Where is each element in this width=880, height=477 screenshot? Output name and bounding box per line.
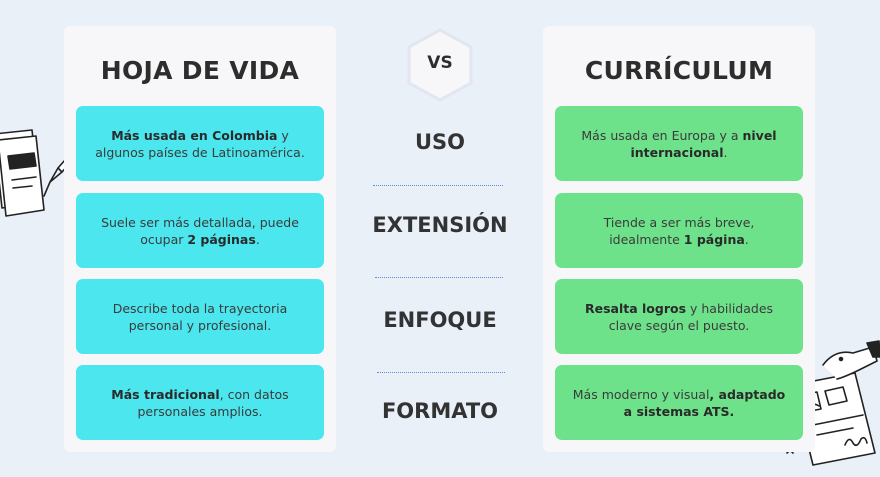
card-text-segment: Describe toda la trayectoria personal y …	[112, 300, 288, 333]
card-text-bold: nivel internacional	[630, 127, 777, 160]
hoja-de-vida-card-enfoque: Describe toda la trayectoria personal y …	[76, 279, 324, 354]
card-text-segment: Más usada en Europa y a	[581, 127, 743, 143]
card-text-segment: y habilidades clave según el puesto.	[608, 300, 774, 333]
card-text: Más moderno y visual, adaptado a sistema…	[569, 386, 789, 420]
card-text-bold: 2 páginas	[187, 231, 256, 247]
curriculum-panel: CURRÍCULUM Más usada en Europa y a nivel…	[543, 26, 815, 452]
divider	[373, 185, 503, 186]
card-text: Más usada en Europa y a nivel internacio…	[569, 127, 789, 161]
curriculum-card-formato: Más moderno y visual, adaptado a sistema…	[555, 365, 803, 440]
panel-title-curriculum: CURRÍCULUM	[584, 56, 774, 85]
hoja-de-vida-card-uso: Más usada en Colombia y algunos países d…	[76, 106, 324, 181]
card-text-segment: Más moderno y visual	[572, 386, 710, 402]
card-text-segment: .	[255, 231, 260, 247]
card-text-segment: y algunos países de Latinoamérica.	[95, 127, 305, 160]
card-text: Más tradicional, con datos personales am…	[90, 386, 310, 420]
card-text: Describe toda la trayectoria personal y …	[90, 300, 310, 334]
criterion-enfoque: ENFOQUE	[383, 308, 497, 332]
card-text-segment: , con datos personales amplios.	[137, 386, 289, 419]
card-text-bold: Más usada en Colombia	[111, 127, 278, 143]
criterion-extension: EXTENSIÓN	[372, 213, 508, 237]
hoja-de-vida-card-extension: Suele ser más detallada, puede ocupar 2 …	[76, 193, 324, 268]
card-text-segment: .	[723, 144, 728, 160]
card-text-segment: .	[744, 231, 749, 247]
card-text-segment: Suele ser más detallada, puede ocupar	[101, 214, 299, 247]
card-text-bold: , adaptado a sistemas ATS.	[623, 386, 786, 419]
card-text-bold: Resalta logros	[584, 300, 687, 316]
card-text: Tiende a ser más breve, idealmente 1 pág…	[569, 214, 789, 248]
vs-label: VS	[427, 53, 453, 73]
criterion-formato: FORMATO	[381, 399, 499, 423]
card-text-bold: 1 página	[683, 231, 745, 247]
panel-title-hoja-de-vida: HOJA DE VIDA	[100, 56, 300, 85]
card-text-segment: Tiende a ser más breve, idealmente	[603, 214, 755, 247]
curriculum-card-enfoque: Resalta logros y habilidades clave según…	[555, 279, 803, 354]
card-text: Resalta logros y habilidades clave según…	[569, 300, 789, 334]
hoja-de-vida-card-formato: Más tradicional, con datos personales am…	[76, 365, 324, 440]
divider	[375, 277, 503, 278]
card-text: Más usada en Colombia y algunos países d…	[90, 127, 310, 161]
hoja-de-vida-panel: HOJA DE VIDA Más usada en Colombia y alg…	[64, 26, 336, 452]
curriculum-card-extension: Tiende a ser más breve, idealmente 1 pág…	[555, 193, 803, 268]
curriculum-card-uso: Más usada en Europa y a nivel internacio…	[555, 106, 803, 181]
card-text: Suele ser más detallada, puede ocupar 2 …	[90, 214, 310, 248]
vs-hexagon-icon	[407, 28, 473, 102]
card-text-bold: Más tradicional	[111, 386, 220, 402]
divider	[377, 372, 505, 373]
criterion-uso: USO	[414, 130, 466, 154]
